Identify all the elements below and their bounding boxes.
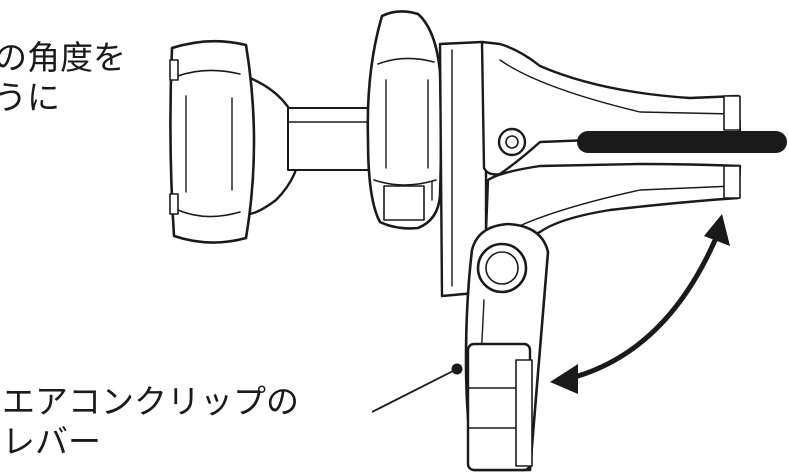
rotary-knob: [169, 39, 256, 244]
lever-callout-text: エアコンクリップの レバー: [2, 382, 299, 462]
lever-pivot: [476, 242, 528, 294]
clip-body: [438, 40, 488, 298]
top-callout-line2: うに: [0, 78, 60, 117]
lever-callout-line2: レバー: [2, 422, 101, 461]
lower-jaw: [484, 162, 742, 250]
top-callout-line1: の角度を: [0, 38, 126, 77]
top-callout-text: の角度を うに: [0, 38, 126, 118]
upper-jaw: [480, 40, 742, 176]
lever-callout-line1: エアコンクリップの: [2, 382, 299, 421]
movement-arrow: [550, 214, 730, 394]
hinge-pin: [497, 127, 527, 157]
lever-leader-line: [371, 363, 463, 413]
locking-nut: [366, 10, 443, 230]
